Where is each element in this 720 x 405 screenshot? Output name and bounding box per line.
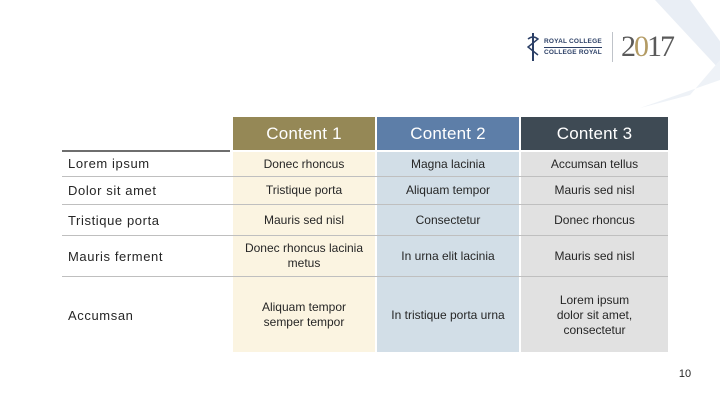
row-divider [62,176,668,177]
row-divider [62,204,668,205]
column-fill-content-3 [521,152,668,352]
row-divider [62,150,230,152]
page-number: 10 [678,368,692,380]
row-label: Mauris ferment [68,249,164,264]
table-cell: Donec rhoncus [263,156,345,171]
table-cell: Consectetur [415,212,481,227]
logo-line-1: ROYAL COLLEGE [544,37,602,48]
table-cell: Mauris sed nisl [554,248,635,263]
column-header-content-1: Content 1 [233,117,375,150]
table-cell: In tristique porta urna [391,307,505,322]
logo-divider [611,32,613,62]
table-cell: Aliquam tempor [405,183,491,197]
row-divider [62,276,668,277]
table-cell: Accumsan tellus [550,156,639,171]
column-fill-content-1 [233,152,375,352]
row-label: Lorem ipsum [68,156,150,171]
table-cell: Mauris sed nisl [263,212,345,227]
table-cell: Tristique porta [265,183,343,197]
table-cell: Donec rhoncus [554,212,635,227]
crest-icon [527,33,539,61]
royal-college-logo: ROYAL COLLEGE COLLEGE ROYAL 2017 [527,30,675,64]
table-cell: Lorem ipsum dolor sit amet, consectetur [556,292,633,337]
column-header-content-3: Content 3 [521,117,668,150]
table-cell: Donec rhoncus lacinia metus [244,241,364,270]
logo-line-2: COLLEGE ROYAL [544,49,602,56]
logo-year: 2017 [620,30,675,63]
table-cell: In urna elit lacinia [401,248,495,263]
table-cell: Magna lacinia [410,156,486,171]
row-divider [62,235,668,236]
row-label: Accumsan [68,308,134,323]
table-cell: Mauris sed nisl [554,183,635,197]
row-label: Dolor sit amet [68,183,157,198]
row-label: Tristique porta [68,213,160,228]
table-cell: Aliquam tempor semper tempor [261,300,347,329]
column-fill-content-2 [377,152,519,352]
column-header-content-2: Content 2 [377,117,519,150]
